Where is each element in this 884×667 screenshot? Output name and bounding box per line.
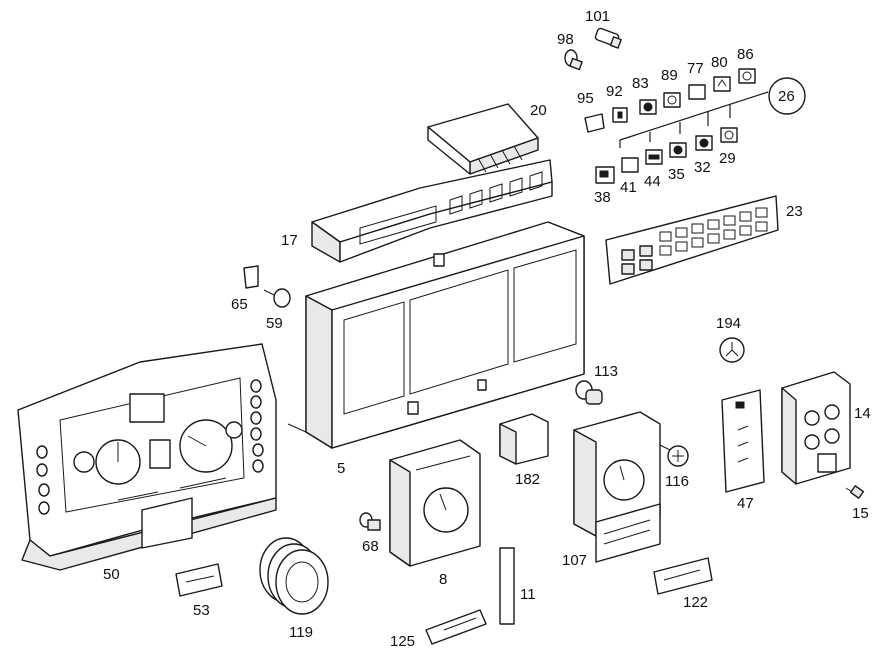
part-14-gauge-block: [781, 371, 851, 485]
callout-8: 8: [439, 571, 447, 588]
switch-insert-38: [595, 166, 615, 184]
part-11-light-strip: [499, 547, 515, 625]
part-119-cable-coil: [259, 537, 329, 615]
part-50-instrument-cluster: [17, 343, 277, 571]
part-23-switch-panel: [605, 195, 779, 285]
part-8-speedometer-unit: [389, 439, 481, 567]
callout-14: 14: [854, 405, 871, 422]
callout-116: 116: [665, 473, 689, 490]
part-113-bulb-holder: [575, 380, 603, 405]
callout-80: 80: [711, 54, 728, 71]
callout-47: 47: [737, 495, 754, 512]
callout-23: 23: [786, 203, 803, 220]
callout-50: 50: [103, 566, 120, 583]
callout-15: 15: [852, 505, 869, 522]
callout-44: 44: [644, 173, 661, 190]
callout-107: 107: [562, 552, 587, 569]
part-17-connector-strip: [311, 159, 553, 263]
callout-95: 95: [577, 90, 594, 107]
switch-insert-95: [584, 113, 605, 133]
switch-insert-80: [713, 76, 731, 92]
switch-insert-29: [720, 127, 738, 143]
switch-insert-32: [695, 135, 713, 151]
callout-89: 89: [661, 67, 678, 84]
callout-101: 101: [585, 8, 610, 25]
callout-92: 92: [606, 83, 623, 100]
callout-17: 17: [281, 232, 298, 249]
part-68-bulb: [359, 512, 381, 531]
callout-65: 65: [231, 296, 248, 313]
part-59-screw: [263, 288, 291, 308]
callout-113: 113: [594, 363, 618, 380]
part-98-bulb: [564, 49, 583, 71]
part-116-bulb: [657, 443, 689, 467]
part-122-cover-plate: [653, 557, 713, 595]
callout-11: 11: [520, 586, 536, 603]
callout-182: 182: [515, 471, 540, 488]
switch-insert-44: [645, 149, 663, 165]
callout-38: 38: [594, 189, 611, 206]
switch-insert-41: [621, 157, 639, 173]
part-15-screw: [845, 485, 865, 499]
switch-insert-89: [663, 92, 681, 108]
part-194-cap: [719, 337, 745, 363]
callout-32: 32: [694, 159, 711, 176]
callout-5: 5: [337, 460, 345, 477]
part-65-clip: [243, 265, 259, 289]
part-20-relay-box: [427, 103, 539, 175]
part-47-warning-panel: [721, 389, 765, 493]
switch-insert-83: [639, 99, 657, 115]
callout-119: 119: [289, 624, 313, 641]
callout-98: 98: [557, 31, 574, 48]
callout-77: 77: [687, 60, 704, 77]
callout-68: 68: [362, 538, 379, 555]
switch-insert-35: [669, 142, 687, 158]
callout-29: 29: [719, 150, 736, 167]
callout-59: 59: [266, 315, 283, 332]
callout-41: 41: [620, 179, 637, 196]
callout-125: 125: [390, 633, 415, 650]
callout-26: 26: [778, 88, 795, 105]
callout-122: 122: [683, 594, 708, 611]
switch-insert-92: [612, 107, 628, 123]
callout-35: 35: [668, 166, 685, 183]
part-53-switch-block: [175, 563, 223, 597]
switch-insert-86: [738, 68, 756, 84]
callout-labels: 101 98 95 92 83 89 77 80 86 26 20 38 41 …: [103, 8, 871, 650]
part-182-connector: [499, 413, 549, 465]
callout-86: 86: [737, 46, 754, 63]
switch-insert-77: [688, 84, 706, 100]
part-107-tachograph: [573, 411, 661, 563]
part-5-housing-frame: [287, 221, 585, 449]
callout-20: 20: [530, 102, 547, 119]
part-101-bulb: [594, 27, 622, 49]
part-125-key-fob: [425, 609, 487, 645]
callout-53: 53: [193, 602, 210, 619]
callout-83: 83: [632, 75, 649, 92]
callout-194: 194: [716, 315, 741, 332]
